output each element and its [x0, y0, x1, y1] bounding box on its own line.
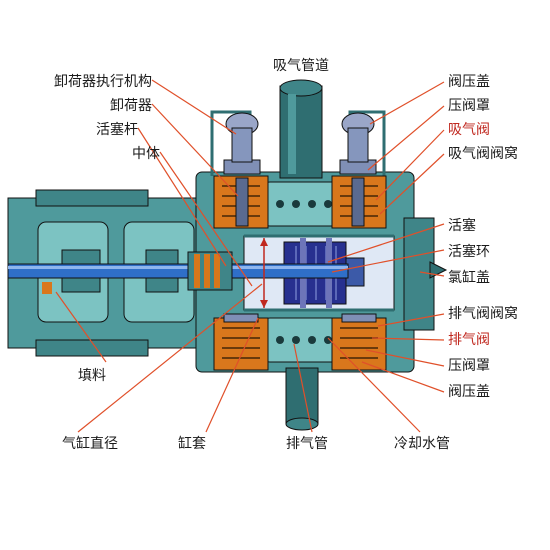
label-discharge-valve-seat: 排气阀阀窝: [448, 305, 518, 322]
piston-nut: [345, 257, 365, 287]
suction-pipe: [279, 85, 323, 179]
label-piston-rod: 活塞杆: [96, 121, 138, 138]
label-valve-cover-top: 阀压盖: [448, 74, 490, 90]
discharge-pipe: [285, 367, 319, 425]
label-cylinder-diameter: 气缸直径: [62, 435, 118, 452]
suction-valve-right: [331, 112, 387, 229]
label-valve-cage-top: 压阀罩: [448, 98, 490, 114]
jacket-hole: [324, 200, 332, 208]
jacket-hole: [324, 336, 332, 344]
packing-box: [187, 251, 233, 291]
label-discharge-valve: 排气阀: [448, 332, 490, 348]
label-unloader-actuator: 卸荷器执行机构: [54, 74, 152, 90]
label-distance-piece: 中体: [132, 146, 160, 162]
label-suction-valve: 吸气阀: [448, 122, 490, 138]
leader-lines: [55, 79, 445, 433]
jacket-hole: [308, 200, 316, 208]
cylinder-head-cover: [403, 217, 435, 331]
label-piston: 活塞: [448, 217, 476, 234]
jacket-hole: [292, 200, 300, 208]
jacket-hole: [276, 200, 284, 208]
suction-pipe-opening: [279, 79, 323, 97]
discharge-valve-left: [213, 313, 269, 371]
label-suction-valve-seat: 吸气阀阀窝: [448, 145, 518, 162]
jacket-hole: [308, 336, 316, 344]
jacket-hole: [292, 336, 300, 344]
label-cylinder-head: 氯缸盖: [448, 269, 490, 286]
labels: 卸荷器执行机构 卸荷器 活塞杆 中体 吸气管道 阀压盖 压阀罩 吸气阀 吸气阀阀…: [54, 58, 518, 452]
frame-flange-top: [35, 189, 149, 207]
frame-flange-bottom: [35, 339, 149, 357]
label-cylinder-liner: 缸套: [178, 435, 206, 452]
label-unloader: 卸荷器: [110, 98, 152, 114]
label-cooling-water-pipe: 冷却水管: [394, 436, 450, 452]
label-discharge-pipe: 排气管: [286, 436, 328, 452]
label-packing: 填料: [78, 368, 106, 384]
suction-valve-left: [213, 112, 269, 229]
discharge-pipe-opening: [285, 417, 319, 431]
label-valve-cover-bottom: 阀压盖: [448, 384, 490, 400]
jacket-hole: [276, 336, 284, 344]
label-piston-ring: 活塞环: [448, 243, 490, 260]
packing-left: [42, 282, 52, 294]
discharge-valve-right: [331, 313, 387, 371]
label-suction-pipe: 吸气管道: [273, 58, 329, 74]
compressor-illustration: [7, 79, 448, 431]
label-valve-cage-bottom: 压阀罩: [448, 358, 490, 374]
